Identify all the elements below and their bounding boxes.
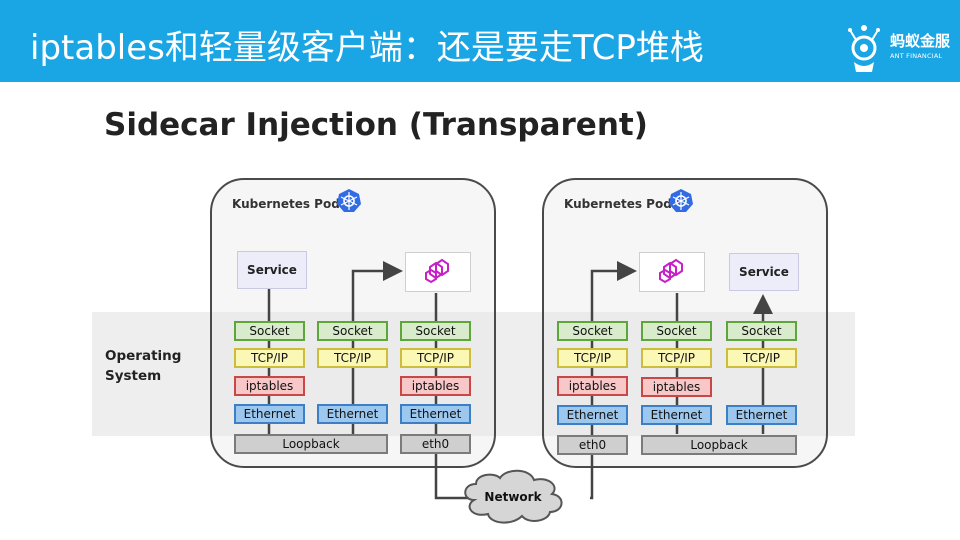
ant-icon bbox=[848, 25, 880, 72]
network-cloud bbox=[464, 469, 563, 524]
kubernetes-icon bbox=[337, 189, 361, 212]
iptables-box: iptables bbox=[234, 376, 305, 396]
header-title: iptables和轻量级客户端：还是要走TCP堆栈 bbox=[30, 28, 704, 68]
network-label: Network bbox=[484, 490, 542, 504]
pod-label: Kubernetes Pod bbox=[564, 197, 672, 211]
loopback-box: Loopback bbox=[641, 435, 797, 455]
tcpip-box: TCP/IP bbox=[726, 348, 797, 368]
eth0-box: eth0 bbox=[557, 435, 628, 455]
iptables-box: iptables bbox=[400, 376, 471, 396]
loopback-box: Loopback bbox=[234, 434, 388, 454]
ethernet-box: Ethernet bbox=[317, 404, 388, 424]
socket-box: Socket bbox=[317, 321, 388, 341]
envoy-icon bbox=[425, 258, 449, 284]
pod-label: Kubernetes Pod bbox=[232, 197, 340, 211]
tcpip-box: TCP/IP bbox=[400, 348, 471, 368]
tcpip-box: TCP/IP bbox=[317, 348, 388, 368]
ant-financial-logo: 蚂蚁金服 ANT FINANCIAL bbox=[842, 22, 952, 78]
slide-title: Sidecar Injection (Transparent) bbox=[104, 107, 648, 143]
socket-box: Socket bbox=[234, 321, 305, 341]
tcpip-box: TCP/IP bbox=[641, 348, 712, 368]
logo-text: 蚂蚁金服 bbox=[890, 32, 951, 50]
tcpip-box: TCP/IP bbox=[234, 348, 305, 368]
iptables-box: iptables bbox=[641, 377, 712, 397]
ethernet-box: Ethernet bbox=[726, 405, 797, 425]
envoy-proxy-box bbox=[405, 252, 471, 292]
envoy-icon bbox=[659, 258, 683, 284]
kubernetes-icon bbox=[669, 189, 693, 212]
ethernet-box: Ethernet bbox=[400, 404, 471, 424]
service-box: Service bbox=[237, 251, 307, 289]
header-bar: iptables和轻量级客户端：还是要走TCP堆栈 蚂蚁金服 ANT FINAN… bbox=[0, 0, 960, 82]
socket-box: Socket bbox=[641, 321, 712, 341]
ethernet-box: Ethernet bbox=[234, 404, 305, 424]
service-box: Service bbox=[729, 253, 799, 291]
ethernet-box: Ethernet bbox=[557, 405, 628, 425]
iptables-box: iptables bbox=[557, 376, 628, 396]
tcpip-box: TCP/IP bbox=[557, 348, 628, 368]
operating-system-label: Operating System bbox=[105, 348, 182, 384]
eth0-box: eth0 bbox=[400, 434, 471, 454]
socket-box: Socket bbox=[726, 321, 797, 341]
socket-box: Socket bbox=[557, 321, 628, 341]
envoy-proxy-box bbox=[639, 252, 705, 292]
logo-subtext: ANT FINANCIAL bbox=[890, 52, 943, 60]
ethernet-box: Ethernet bbox=[641, 405, 712, 425]
socket-box: Socket bbox=[400, 321, 471, 341]
